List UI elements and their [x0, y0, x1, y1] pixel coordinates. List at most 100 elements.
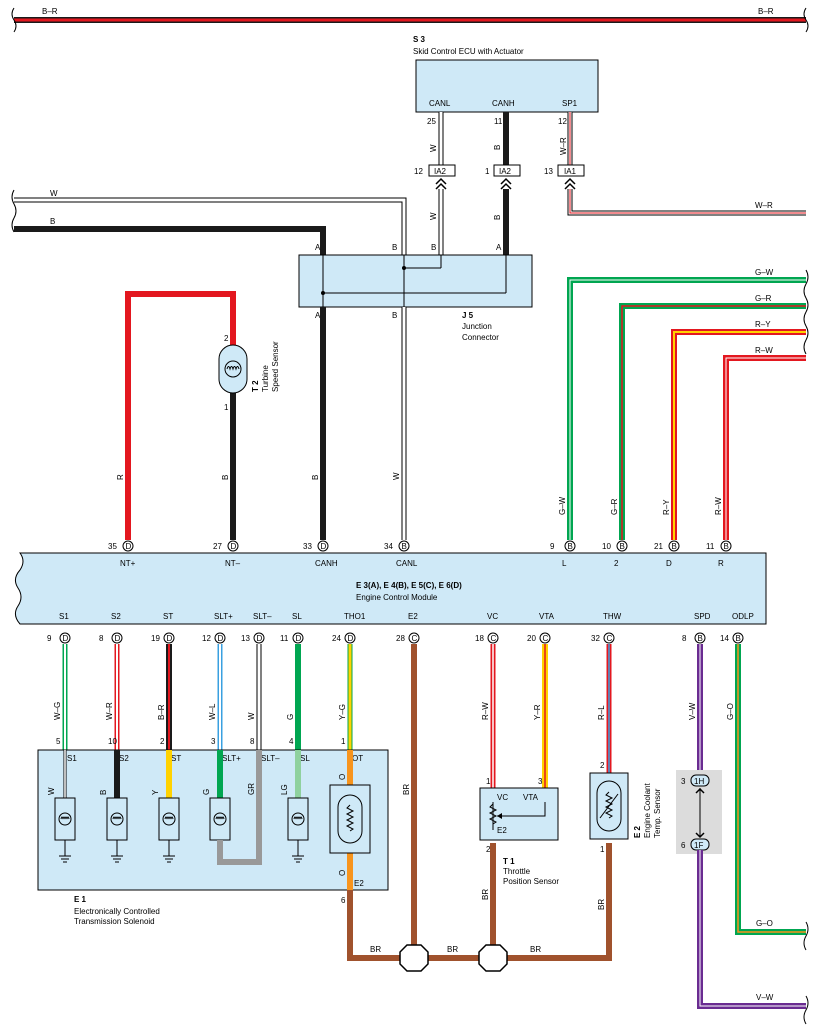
e1-ground-5 [292, 855, 304, 863]
ecm-vc-wire: R–W [481, 702, 490, 720]
e1-pin-label-3: SLT+ [222, 754, 241, 763]
ecm-top-pins: D35NT+D27NT–D33CANHB34CANLB9LB102B21DB11… [108, 540, 732, 568]
e2s-name-1: Engine Coolant [643, 783, 652, 838]
t1-label-vta: VTA [523, 793, 539, 802]
ia2-canh-label: IA2 [499, 167, 512, 176]
e1-inner-wire-label-2: Y [151, 789, 160, 795]
ecm-top-label-7: R [718, 559, 724, 568]
e1-inner-wire-label-1: B [99, 790, 108, 795]
ecm-bottom-conn-letter-3: D [218, 634, 224, 643]
top-wire-b: B [50, 217, 55, 226]
e1-coil-3 [213, 812, 227, 826]
e1-coil-wind-2 [164, 816, 174, 820]
ecm-bottom-label-1: S2 [111, 612, 121, 621]
e1-coil-0 [58, 812, 72, 826]
t1-label-vc: VC [497, 793, 508, 802]
ecm-top-conn-letter-6: B [672, 542, 677, 551]
s3-pin-sp1: SP1 [562, 99, 578, 108]
ecm-canl-wire: W [392, 472, 401, 480]
t1-name-1: Throttle [503, 867, 531, 876]
ecm-canh-wire: B [311, 475, 320, 480]
ecm-top-conn-letter-4: B [568, 542, 573, 551]
e1-coil-wind-1 [112, 816, 122, 820]
ecm-bottom-conn-letter-12: B [736, 634, 741, 643]
right-wire-ry: R–Y [755, 320, 771, 329]
ecm-bottom-conn-letter-4: D [257, 634, 263, 643]
e1-coil-2 [162, 812, 176, 826]
ecm-top-label-6: D [666, 559, 672, 568]
e1-ecm-wire-6: Y–G [338, 704, 347, 720]
ecm-top-conn-6 [668, 540, 680, 552]
e1-pin-num-1: 10 [108, 737, 117, 746]
turbine-speed-sensor: 2 1 T 2 Turbine Speed Sensor R B [116, 291, 280, 540]
ecm-top-num-0: 35 [108, 542, 117, 551]
engine-control-module: E 3(A), E 4(B), E 5(C), E 6(D) Engine Co… [14, 552, 767, 625]
s3-canl-wire: W [429, 144, 438, 152]
e1-coil-wind-0 [60, 816, 70, 820]
s3-canl-wire2: W [429, 212, 438, 220]
t2-id: T 2 [251, 380, 260, 392]
ecm-name: Engine Control Module [356, 593, 438, 602]
j5-top-b1: B [392, 243, 397, 252]
ecm-top-label-1: NT– [225, 559, 241, 568]
ecm-bottom-conn-1 [111, 632, 123, 644]
e2s-id: E 2 [633, 825, 642, 838]
ecm-bottom-num-4: 13 [241, 634, 250, 643]
e1-pin-num-2: 2 [160, 737, 165, 746]
ecm-bottom-num-10: 32 [591, 634, 600, 643]
ecm-bottom-num-11: 8 [682, 634, 687, 643]
engine-coolant-temp-sensor: 2 1 E 2 Engine Coolant Temp. Sensor [589, 761, 662, 854]
ecm-bottom-num-5: 11 [280, 634, 289, 643]
e1-ecm-wire-0: W–G [53, 702, 62, 720]
e1-slt-loop [217, 750, 262, 865]
ecm-l-wire: G–W [558, 496, 567, 515]
ecm-bottom-conn-4 [253, 632, 265, 644]
e1-pin-num-6: 1 [341, 737, 346, 746]
ecm-bottom-conn-8 [487, 632, 499, 644]
throttle-position-sensor-t1: 1 3 2 VC VTA E2 T 1 Throttle Position Se… [479, 777, 559, 886]
ecm-bottom-num-1: 8 [99, 634, 104, 643]
ecm-bottom-conn-letter-1: D [115, 634, 121, 643]
ecm-bottom-num-9: 20 [527, 634, 536, 643]
bus-b-r: B–R B–R [11, 7, 809, 33]
j5-bottom-a: A [315, 311, 321, 320]
ecm-bottom-conn-letter-5: D [296, 634, 302, 643]
t1-id: T 1 [503, 857, 515, 866]
j5-to-ecm-wires: B W [311, 307, 407, 540]
ground-wire-2: BR [447, 945, 458, 954]
ecm-bottom-label-9: VTA [539, 612, 555, 621]
ecm-bottom-conn-6 [344, 632, 356, 644]
ecm-bottom-label-10: THW [603, 612, 622, 621]
e1-ecm-wire-5: G [286, 714, 295, 720]
e1-ground-1 [111, 855, 123, 863]
ecm-top-conn-letter-3: B [402, 542, 407, 551]
ia2-canl-num: 12 [414, 167, 423, 176]
ecm-bottom-conn-2 [163, 632, 175, 644]
e1-id: E 1 [74, 895, 87, 904]
spd-conn-bottom: 1F [694, 841, 703, 850]
ecm-top-conn-0 [122, 540, 134, 552]
j5-top-a2: A [496, 243, 502, 252]
ecm-top-label-4: L [562, 559, 567, 568]
e1-ecm-wire-1: W–R [105, 702, 114, 720]
ecm-bottom-conn-0 [59, 632, 71, 644]
e1-ecm-wire-2: B–R [157, 704, 166, 720]
ecm-top-conn-3 [398, 540, 410, 552]
s3-canh-wire: B [493, 145, 502, 150]
junction-connector-j5: A B B A A B J 5 Junction Connector [298, 243, 533, 342]
ecm-bottom-conn-letter-11: B [698, 634, 703, 643]
ecm-bottom-num-12: 14 [720, 634, 729, 643]
ecm-thw-wire: R–L [597, 705, 606, 720]
ecm-bottom-label-12: ODLP [732, 612, 754, 621]
e2s-pin-bottom: 1 [600, 845, 605, 854]
e1-inner-wire-label-3: G [202, 789, 211, 795]
ecm-bottom-label-4: SLT– [253, 612, 272, 621]
ia2-canl-label: IA2 [434, 167, 447, 176]
s3-name: Skid Control ECU with Actuator [413, 47, 524, 56]
e1-coil-wind-5 [293, 816, 303, 820]
ecm-bottom-conn-letter-9: C [543, 634, 549, 643]
t2-name-2: Speed Sensor [271, 341, 280, 392]
right-ecm-wires: G–W G–R R–Y R–W G–W G–R R–Y R–W [558, 268, 809, 540]
e1-pin-num-5: 4 [289, 737, 294, 746]
